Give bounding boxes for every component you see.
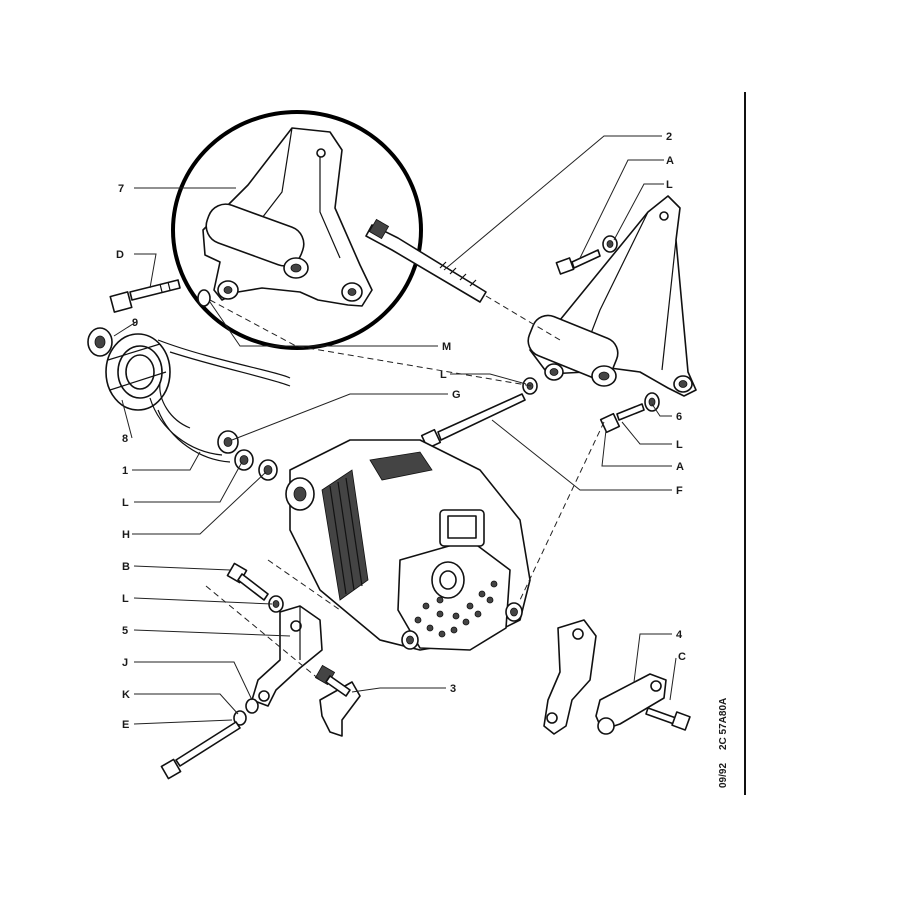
stud-2 (365, 218, 487, 303)
bolt-C (645, 707, 691, 731)
label-L-low: L (122, 593, 129, 605)
belt-1 (149, 339, 291, 463)
assembly-lines (205, 295, 605, 681)
washer-L-right (644, 392, 660, 412)
bracket-5 (251, 605, 323, 707)
label-2: 2 (666, 131, 672, 143)
label-6: 6 (676, 411, 682, 423)
label-9: 9 (132, 317, 138, 329)
bolt-F (420, 393, 526, 450)
washer-J (245, 698, 259, 714)
bolt-E (160, 721, 241, 780)
part-labels: 2 A L 7 D 9 M L G 8 1 L H 6 L A F B L 5 … (116, 131, 686, 731)
bracket-7 (197, 127, 373, 307)
label-F: F (676, 485, 683, 497)
washer-L-left (234, 449, 254, 471)
alternator (285, 439, 531, 651)
nut-9 (87, 327, 113, 357)
label-L-mid: L (440, 369, 447, 381)
spacer-G (217, 430, 239, 454)
leader-lines (113, 135, 677, 725)
label-L-right: L (676, 439, 683, 451)
bracket-6 (527, 195, 697, 397)
label-4: 4 (676, 629, 683, 641)
label-D: D (116, 249, 124, 261)
bolt-A-top (555, 249, 601, 275)
pulley-8 (105, 333, 171, 411)
label-1: 1 (122, 465, 128, 477)
side-code-ref: 2C 57A80A (718, 698, 729, 750)
label-J: J (122, 657, 128, 669)
bolt-A-right (599, 403, 645, 434)
washer-H (258, 459, 278, 481)
side-codes: 09/92 2C 57A80A (718, 698, 729, 788)
label-C: C (678, 651, 686, 663)
label-G: G (452, 389, 461, 401)
highlight-circle (171, 110, 423, 350)
label-K: K (122, 689, 130, 701)
bolt-D (109, 279, 181, 313)
side-code-date: 09/92 (718, 763, 729, 788)
label-L-top: L (666, 179, 673, 191)
label-M: M (442, 341, 451, 353)
washer-L-top (602, 235, 618, 253)
label-H: H (122, 529, 130, 541)
label-A-top: A (666, 155, 674, 167)
label-5: 5 (122, 625, 128, 637)
bracket-4 (543, 619, 667, 735)
rear-vent-holes (414, 580, 498, 638)
label-A-right: A (676, 461, 684, 473)
label-L-left: L (122, 497, 129, 509)
label-7: 7 (118, 183, 124, 195)
bolt-B (226, 562, 269, 601)
bracket-3 (314, 664, 361, 737)
label-B: B (122, 561, 130, 573)
label-8: 8 (122, 433, 128, 445)
label-E: E (122, 719, 129, 731)
washer-K (233, 710, 247, 726)
label-3: 3 (450, 683, 456, 695)
